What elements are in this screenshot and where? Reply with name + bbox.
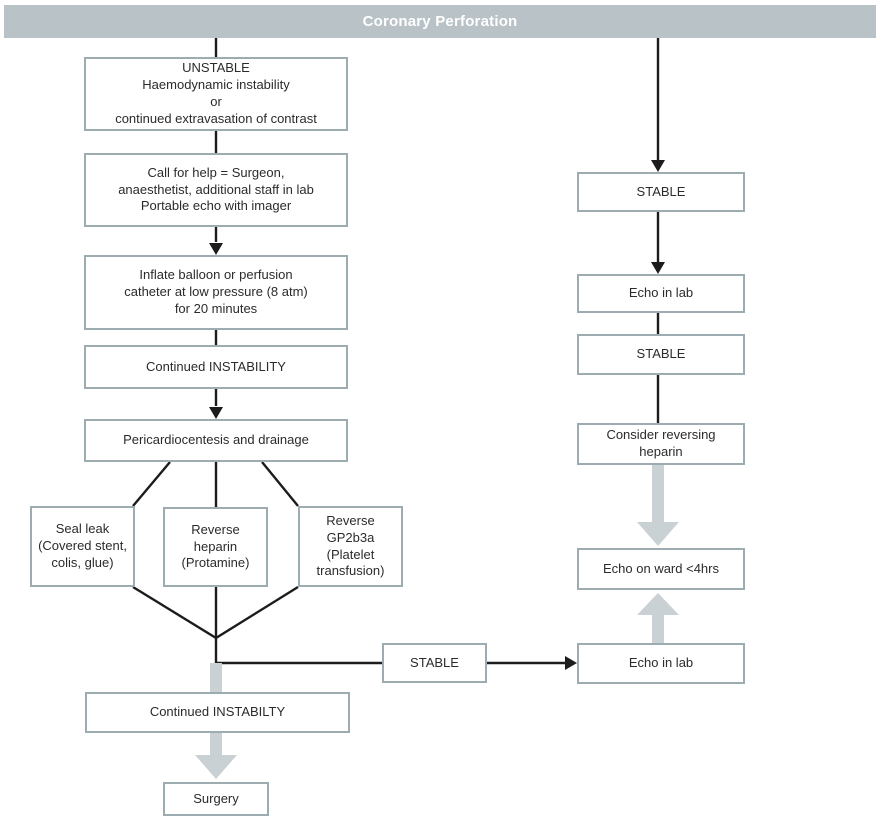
node-stable-right-2-label: STABLE bbox=[636, 346, 686, 362]
arrowhead-pericardiocentesis bbox=[209, 407, 223, 419]
node-continued-instability-label: Continued INSTABILITY bbox=[146, 358, 286, 374]
node-surgery-label: Surgery bbox=[193, 790, 239, 806]
node-reverse-heparin-label: Reverse heparin (Protamine) bbox=[181, 521, 250, 571]
node-continued-instabilty-label: Continued INSTABILTY bbox=[149, 704, 286, 720]
node-echo-on-ward: Echo on ward <4hrs bbox=[577, 548, 745, 590]
node-reverse-gp2b3a-label: Reverse GP2b3a (Platelet transfusion) bbox=[316, 512, 385, 579]
thick-arrow-echo-lab-to-echo-ward bbox=[637, 593, 679, 643]
node-call-for-help: Call for help = Surgeon, anaesthetist, a… bbox=[84, 153, 348, 227]
node-echo-on-ward-label: Echo on ward <4hrs bbox=[603, 560, 719, 576]
node-echo-in-lab-bottom: Echo in lab bbox=[577, 643, 745, 684]
node-continued-instability: Continued INSTABILITY bbox=[84, 345, 348, 389]
thick-arrow-instabilty-to-surgery bbox=[195, 733, 237, 779]
node-seal-leak: Seal leak (Covered stent, colis, glue) bbox=[30, 506, 135, 587]
node-stable-right-1: STABLE bbox=[577, 172, 745, 212]
node-unstable-label: UNSTABLE Haemodynamic instability or con… bbox=[115, 60, 317, 126]
node-call-for-help-label: Call for help = Surgeon, anaesthetist, a… bbox=[118, 164, 314, 214]
node-consider-reversing-heparin-label: Consider reversing heparin bbox=[606, 427, 716, 459]
arrowhead-stable-right bbox=[651, 160, 665, 172]
node-seal-leak-label: Seal leak (Covered stent, colis, glue) bbox=[38, 521, 127, 570]
node-reverse-gp2b3a: Reverse GP2b3a (Platelet transfusion) bbox=[298, 506, 403, 587]
node-unstable: UNSTABLE Haemodynamic instability or con… bbox=[84, 57, 348, 131]
node-echo-in-lab-right-label: Echo in lab bbox=[628, 285, 694, 301]
connector-reverse-gp2b3a-converge bbox=[215, 585, 299, 640]
thick-arrow-consider-to-echo-ward bbox=[637, 465, 679, 546]
page-title: Coronary Perforation bbox=[362, 13, 518, 30]
connector-to-reverse-gp2b3a bbox=[261, 461, 299, 507]
node-stable-branch-label: STABLE bbox=[410, 654, 459, 670]
node-inflate-balloon: Inflate balloon or perfusion catheter at… bbox=[84, 255, 348, 330]
node-echo-in-lab-bottom-label: Echo in lab bbox=[628, 655, 694, 671]
thick-arrow-converge-to-instabilty bbox=[210, 663, 222, 694]
node-reverse-heparin: Reverse heparin (Protamine) bbox=[163, 507, 268, 587]
node-continued-instabilty: Continued INSTABILTY bbox=[85, 692, 350, 733]
node-surgery: Surgery bbox=[163, 782, 269, 816]
node-echo-in-lab-right: Echo in lab bbox=[577, 274, 745, 313]
arrowhead-inflate bbox=[209, 243, 223, 255]
node-stable-branch: STABLE bbox=[382, 643, 487, 683]
node-stable-right-2: STABLE bbox=[577, 334, 745, 375]
node-pericardiocentesis: Pericardiocentesis and drainage bbox=[84, 419, 348, 462]
arrowhead-echo-lab bbox=[565, 656, 577, 670]
node-pericardiocentesis-label: Pericardiocentesis and drainage bbox=[123, 432, 309, 448]
connector-seal-leak-converge bbox=[132, 585, 217, 640]
arrowhead-echo-right bbox=[651, 262, 665, 274]
node-stable-right-1-label: STABLE bbox=[636, 183, 686, 199]
connector-to-seal-leak bbox=[132, 461, 171, 507]
node-inflate-balloon-label: Inflate balloon or perfusion catheter at… bbox=[124, 267, 308, 316]
node-consider-reversing-heparin: Consider reversing heparin bbox=[577, 423, 745, 465]
flowchart-title-bar: Coronary Perforation bbox=[4, 5, 876, 38]
